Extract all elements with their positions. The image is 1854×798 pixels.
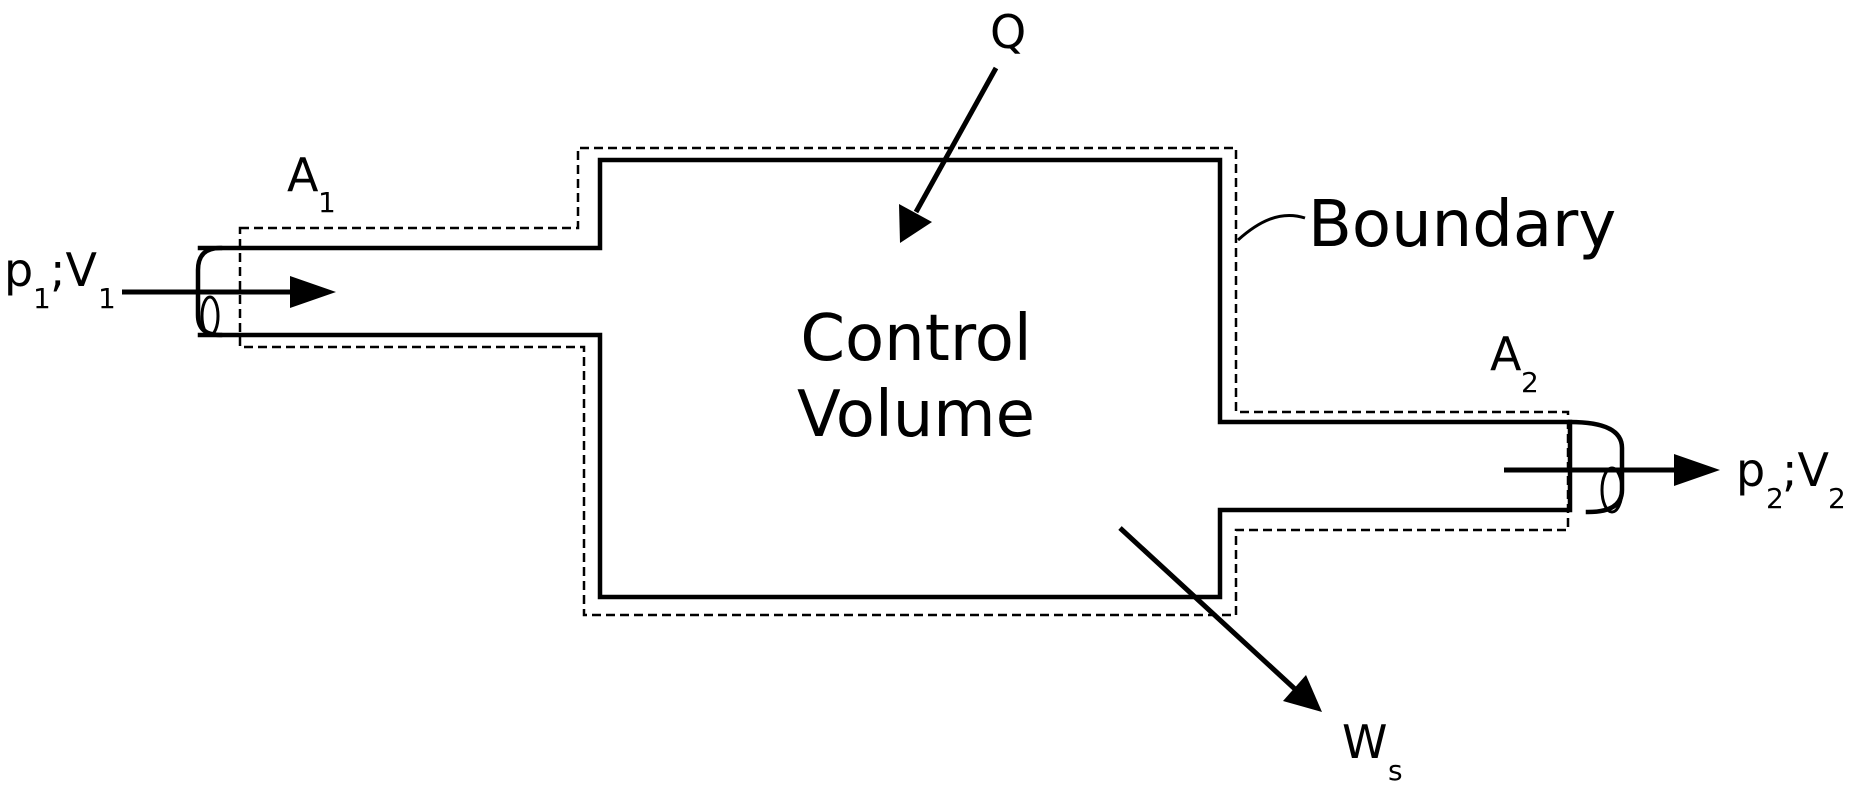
inlet-area-label: A xyxy=(287,148,319,202)
shaft-work-arrowhead xyxy=(1283,675,1322,712)
boundary-label: Boundary xyxy=(1308,188,1616,262)
inlet-area-subscript: 1 xyxy=(318,186,336,219)
boundary-leader xyxy=(1236,213,1306,242)
shaft-work-subscript: s xyxy=(1388,754,1403,787)
heat-arrowhead xyxy=(899,204,932,243)
outlet-pressure-subscript: 2 xyxy=(1766,482,1784,515)
heat-arrow xyxy=(913,66,999,214)
inlet-pipe-opening xyxy=(200,295,220,337)
inlet-velocity-label: ;V xyxy=(50,243,97,297)
inlet-pressure-subscript: 1 xyxy=(33,282,51,315)
control-volume-label-line1: Control xyxy=(800,302,1031,376)
control-volume-label-line2: Volume xyxy=(797,378,1035,452)
heat-label: Q xyxy=(990,5,1026,59)
inlet-flow-arrowhead xyxy=(290,276,336,308)
shaft-work-arrow xyxy=(1118,526,1298,692)
outlet-flow-arrowhead xyxy=(1674,454,1720,486)
outlet-state-label: p xyxy=(1736,443,1765,497)
inlet-state-label: p xyxy=(4,243,33,297)
system-outline xyxy=(197,157,1573,600)
outlet-area-subscript: 2 xyxy=(1521,366,1539,399)
outlet-area-label: A xyxy=(1490,327,1522,381)
outlet-velocity-label: ;V xyxy=(1782,443,1829,497)
outlet-velocity-subscript: 2 xyxy=(1828,482,1846,515)
control-boundary xyxy=(238,146,1570,617)
shaft-work-label: W xyxy=(1342,715,1387,769)
inlet-velocity-subscript: 1 xyxy=(98,282,116,315)
